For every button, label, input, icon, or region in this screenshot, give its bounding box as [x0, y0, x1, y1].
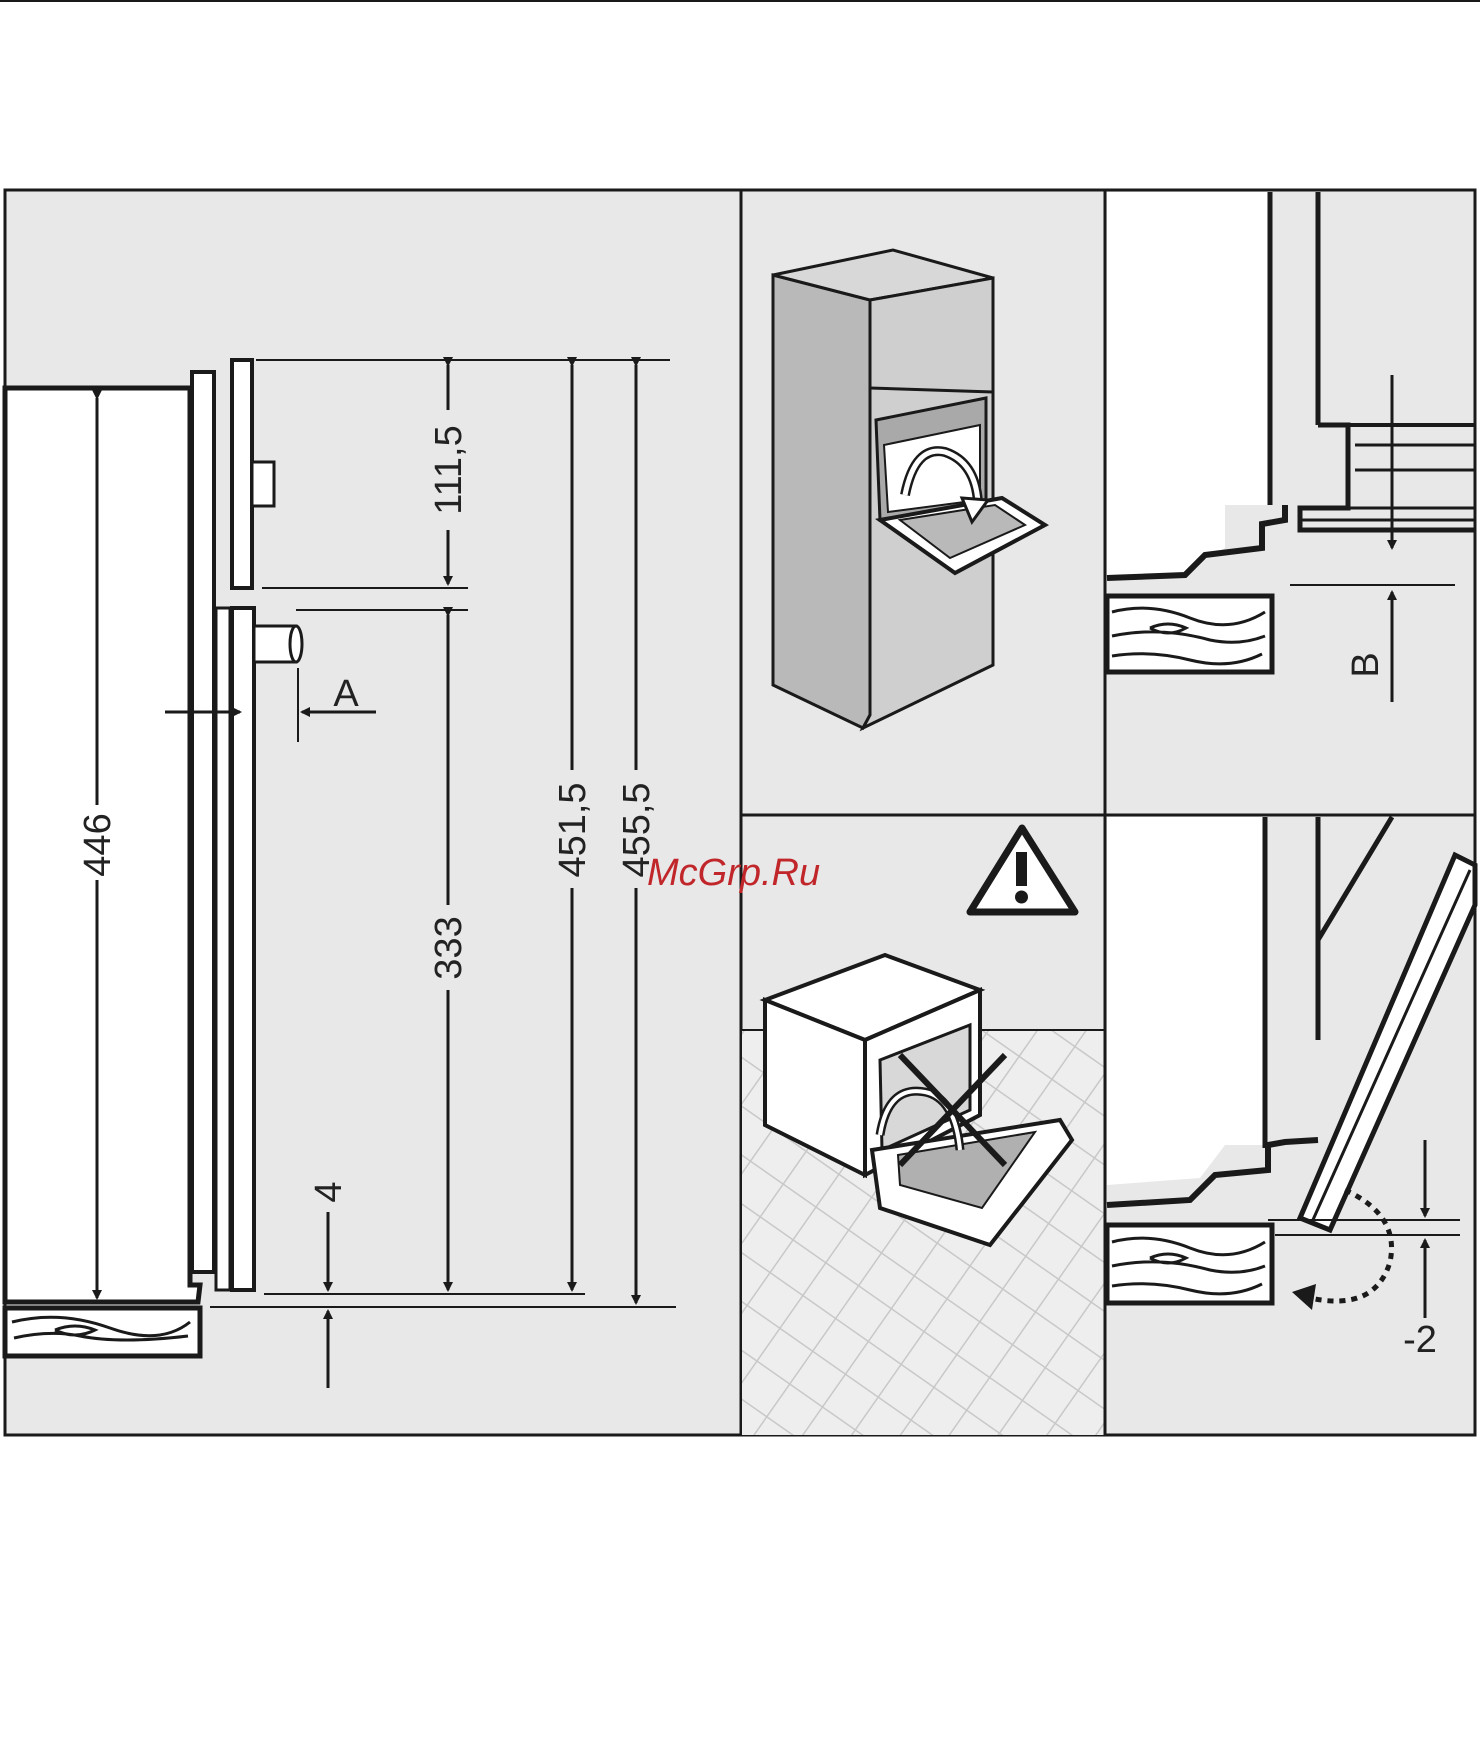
label-b: B [1345, 652, 1387, 677]
dim-minus-2: -2 [1403, 1319, 1437, 1361]
dim-111-5: 111,5 [428, 425, 470, 514]
dim-4: 4 [308, 1181, 350, 1202]
dim-446: 446 [77, 813, 119, 876]
dim-451-5: 451,5 [552, 782, 594, 877]
panel-warning [741, 815, 1105, 1435]
panel-detail-b [1105, 190, 1475, 815]
dim-333: 333 [428, 916, 470, 979]
label-a: A [333, 673, 359, 715]
panel-cabinet-door-open [741, 190, 1105, 815]
watermark: McGrp.Ru [647, 852, 820, 894]
